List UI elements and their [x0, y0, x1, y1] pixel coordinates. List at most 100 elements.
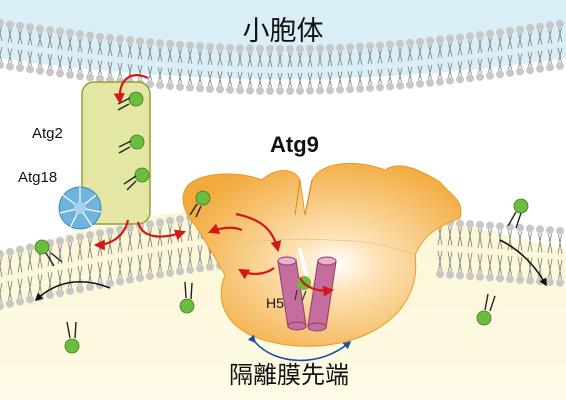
lipid-tail	[67, 36, 73, 71]
lipid-head	[456, 219, 464, 228]
lipid-head	[326, 86, 334, 95]
lipid-head	[506, 223, 514, 232]
lipid-head	[276, 86, 284, 95]
lipid-head	[56, 27, 64, 36]
lipid-tail	[77, 241, 83, 286]
lipid-tail	[7, 28, 13, 63]
lipid-head	[456, 271, 464, 280]
lipid-head	[336, 85, 344, 94]
lipid-head	[346, 43, 354, 52]
lipid-tail	[487, 37, 493, 72]
lipid-tail	[547, 233, 553, 279]
lipid-tail	[127, 44, 133, 79]
lipid-tail	[57, 245, 63, 290]
lipid-tail	[297, 52, 303, 87]
lipid-head	[176, 215, 184, 224]
lipid-head	[176, 267, 184, 276]
arrow-atg9-to-left-top	[207, 223, 243, 234]
lipid-tail	[87, 239, 93, 284]
lipid-head	[436, 270, 444, 279]
lipid-tail	[107, 235, 113, 280]
lipid-head	[446, 34, 454, 43]
lipid-head	[516, 223, 524, 232]
lipid-tail	[537, 30, 543, 65]
lipid-head	[66, 235, 74, 244]
free-lipid-right-1	[507, 198, 529, 229]
lipid-tail	[157, 47, 163, 82]
lipid-head	[146, 272, 154, 281]
lipid-head	[526, 224, 534, 233]
lipid-tail	[457, 227, 463, 272]
lipid-head	[306, 86, 314, 95]
lipid-tail	[77, 38, 83, 73]
lipid-head	[476, 272, 484, 281]
lipid-head	[76, 285, 84, 294]
lipid-head	[466, 272, 474, 281]
lipid-head	[66, 28, 74, 37]
lipid-head	[126, 275, 134, 284]
lipid-tail	[97, 40, 103, 75]
lipid-tail	[147, 46, 153, 81]
lipid-head	[426, 78, 434, 87]
lipid-head	[46, 26, 54, 35]
lipid-head	[0, 61, 4, 69]
atg2-protein	[81, 81, 151, 225]
lipid-head	[136, 37, 144, 46]
lipid-tail	[147, 228, 153, 273]
lipid-head	[526, 276, 534, 285]
lipid-head	[376, 83, 384, 92]
lipid-head	[506, 26, 514, 35]
lipid-head	[546, 226, 554, 235]
lipid-head	[106, 279, 114, 288]
lipid-head	[256, 86, 264, 95]
lipid-tail	[487, 229, 493, 274]
lipid-tail	[357, 50, 363, 85]
lipid-tail	[127, 231, 133, 276]
lipid-tail	[237, 52, 243, 87]
lipid-head	[96, 229, 104, 238]
atg2-label: Atg2	[32, 125, 63, 142]
lipid-head	[436, 35, 444, 44]
lipid-head	[526, 66, 534, 75]
lipid-head	[456, 33, 464, 42]
lipid-head	[556, 19, 564, 28]
lipid-in-atg2-2	[118, 134, 145, 154]
lipid-tail	[0, 257, 3, 303]
lipid-tail	[317, 52, 323, 87]
lipid-head	[226, 43, 234, 52]
lipid-head	[306, 44, 314, 53]
flip-arrow-right	[499, 239, 547, 287]
lipid-tail	[0, 26, 3, 62]
lipid-tail	[277, 52, 283, 88]
lipid-head	[16, 21, 24, 30]
arrow-atg2-to-left	[93, 219, 130, 251]
free-lipid-left-1	[34, 239, 63, 267]
lipid-head	[196, 264, 204, 273]
lipid-tail	[117, 233, 123, 278]
lipid-head	[196, 42, 204, 51]
lipid-tail	[187, 221, 193, 266]
lipid-tail	[27, 251, 33, 296]
free-lipid-right-2	[476, 293, 496, 326]
lipid-head	[316, 86, 324, 95]
lipid-head	[516, 25, 524, 34]
lipid-head	[286, 86, 294, 95]
lipid-head	[246, 86, 254, 95]
lipid-head	[26, 65, 34, 74]
lipid-tail	[427, 44, 433, 79]
lipid-tail	[197, 50, 203, 85]
lipid-head	[166, 216, 174, 225]
lipid-head	[46, 68, 54, 77]
lipid-tail	[527, 232, 533, 277]
lipid-head	[166, 268, 174, 277]
lipid-head	[466, 220, 474, 229]
lipid-head	[426, 36, 434, 45]
lipid-head	[76, 72, 84, 81]
lipid-head	[366, 84, 374, 93]
lipid-tail	[467, 228, 473, 273]
lipid-head	[506, 275, 514, 284]
lipid-head	[486, 221, 494, 230]
lipid-head	[496, 28, 504, 37]
lipid-head	[336, 43, 344, 52]
lipid-head	[116, 35, 124, 44]
